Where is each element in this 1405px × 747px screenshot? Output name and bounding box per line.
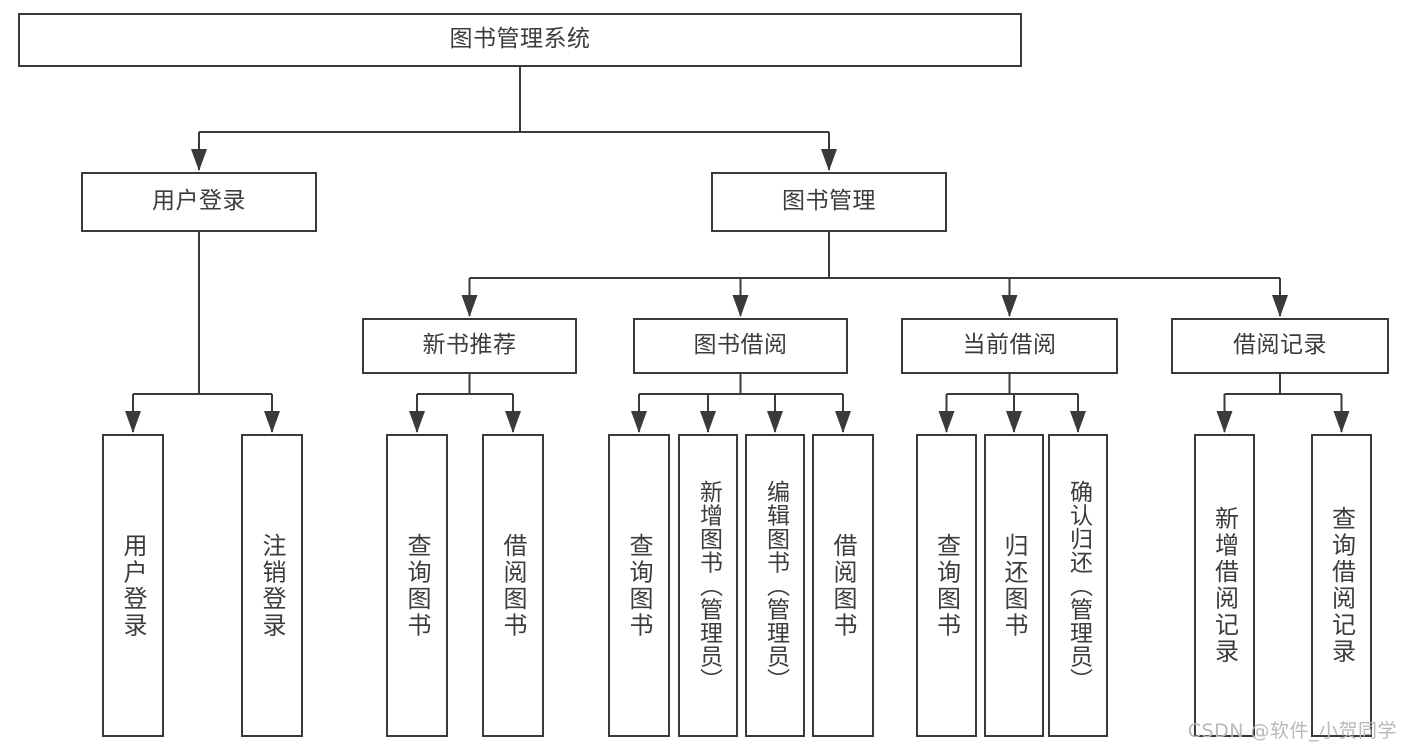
node-leaf-query-book-2[interactable]: 查询图书: [608, 434, 670, 737]
node-book-borrow-label: 图书借阅: [693, 332, 788, 359]
node-leaf-borrow-book-2-label: 借阅图书: [829, 532, 857, 639]
node-book-manage[interactable]: 图书管理: [711, 172, 947, 232]
node-borrow-record-label: 借阅记录: [1233, 332, 1327, 359]
node-leaf-query-book-1[interactable]: 查询图书: [386, 434, 448, 737]
node-leaf-user-logout[interactable]: 注销登录: [241, 434, 303, 737]
node-leaf-query-book-1-label: 查询图书: [403, 532, 431, 639]
node-leaf-query-book-3[interactable]: 查询图书: [916, 434, 977, 737]
node-leaf-query-book-3-label: 查询图书: [932, 532, 961, 639]
node-leaf-add-book-label: 新增图书（管理员）: [695, 479, 722, 692]
node-leaf-borrow-book-1-label: 借阅图书: [499, 532, 527, 639]
node-new-book-rec-label: 新书推荐: [422, 332, 517, 359]
node-leaf-query-record-label: 查询借阅记录: [1327, 506, 1356, 665]
node-current-borrow-label: 当前借阅: [962, 332, 1057, 359]
node-leaf-user-logout-label: 注销登录: [258, 532, 286, 639]
node-user-login-label: 用户登录: [152, 188, 246, 215]
node-leaf-user-login-label: 用户登录: [119, 532, 147, 639]
node-leaf-borrow-book-1[interactable]: 借阅图书: [482, 434, 544, 737]
node-borrow-record[interactable]: 借阅记录: [1171, 318, 1389, 374]
node-leaf-edit-book-label: 编辑图书（管理员）: [762, 479, 789, 692]
node-user-login[interactable]: 用户登录: [81, 172, 317, 232]
node-leaf-confirm-return-label: 确认归还（管理员）: [1065, 479, 1092, 692]
node-leaf-return-book-label: 归还图书: [1000, 532, 1028, 639]
node-leaf-borrow-book-2[interactable]: 借阅图书: [812, 434, 874, 737]
node-leaf-add-record-label: 新增借阅记录: [1210, 506, 1239, 665]
node-book-manage-label: 图书管理: [782, 188, 876, 215]
node-leaf-edit-book[interactable]: 编辑图书（管理员）: [745, 434, 805, 737]
node-current-borrow[interactable]: 当前借阅: [901, 318, 1118, 374]
node-root-label: 图书管理系统: [449, 26, 591, 53]
watermark: CSDN @软件_小贺同学: [1187, 720, 1397, 742]
node-leaf-add-record[interactable]: 新增借阅记录: [1194, 434, 1255, 737]
node-root[interactable]: 图书管理系统: [18, 13, 1022, 67]
node-leaf-add-book[interactable]: 新增图书（管理员）: [678, 434, 738, 737]
node-leaf-query-book-2-label: 查询图书: [625, 532, 653, 639]
node-leaf-confirm-return[interactable]: 确认归还（管理员）: [1048, 434, 1108, 737]
node-leaf-return-book[interactable]: 归还图书: [984, 434, 1044, 737]
node-new-book-rec[interactable]: 新书推荐: [362, 318, 577, 374]
node-leaf-query-record[interactable]: 查询借阅记录: [1311, 434, 1372, 737]
node-leaf-user-login[interactable]: 用户登录: [102, 434, 164, 737]
node-book-borrow[interactable]: 图书借阅: [633, 318, 848, 374]
